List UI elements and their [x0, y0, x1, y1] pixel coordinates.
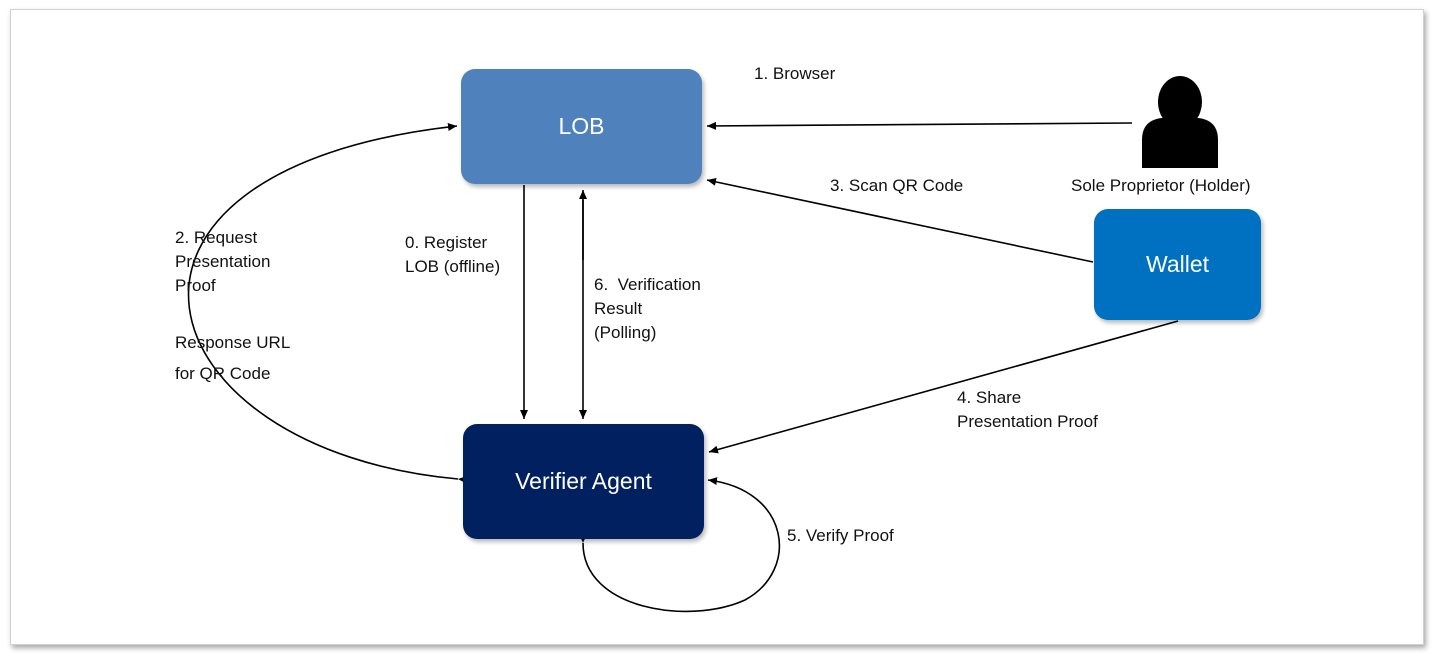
edge-browser-arrow [706, 121, 1133, 130]
edge-verification-result-label: 6. Verification Result (Polling) [594, 275, 701, 342]
edge-verify-proof-loop [578, 477, 781, 613]
edge-browser-label: 1. Browser [754, 64, 836, 83]
holder-label: Sole Proprietor (Holder) [1071, 176, 1251, 195]
edge-request-proof-label: 2. Request Presentation Proof [175, 228, 271, 295]
wallet-label: Wallet [1145, 251, 1210, 277]
lob-node: LOB [461, 69, 702, 184]
edge-verify-proof-label: 5. Verify Proof [787, 526, 894, 545]
edge-share-proof-label: 4. Share Presentation Proof [957, 388, 1098, 431]
wallet-node: Wallet [1094, 209, 1261, 320]
verifier-agent-node: Verifier Agent [463, 424, 704, 539]
verifier-agent-label: Verifier Agent [515, 468, 652, 494]
edge-response-url-label: Response URL for QR Code [175, 333, 291, 383]
person-icon [1142, 76, 1218, 168]
edge-share-proof-arrow [708, 320, 1179, 454]
edge-scan-qr-label: 3. Scan QR Code [830, 176, 964, 195]
edge-request-proof-curve [187, 123, 468, 484]
edge-register-label: 0. Register LOB (offline) [405, 233, 501, 276]
lob-label: LOB [558, 113, 605, 139]
edge-scan-qr-arrow [706, 177, 1094, 263]
